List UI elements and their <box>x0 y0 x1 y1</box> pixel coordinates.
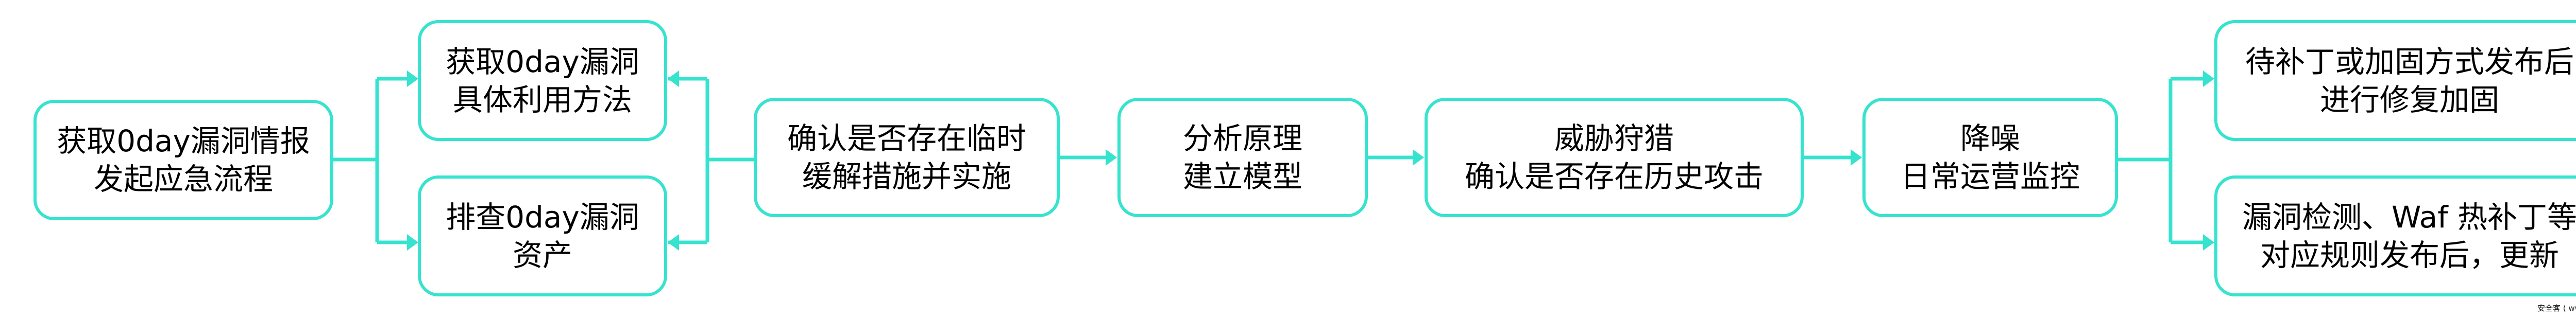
watermark: 安全客 ( www.anquanke.com ) <box>2537 304 2576 313</box>
node-analysis: 分析原理 建立模型 <box>1117 98 1368 217</box>
arrow-head-icon <box>2203 234 2214 251</box>
connector-final-split <box>2117 77 2204 244</box>
node-text: 对应规则发布后，更新 <box>2260 237 2559 273</box>
arrow-head-icon <box>1851 149 1862 166</box>
node-noise-reduction: 降噪 日常运营监控 <box>1862 98 2118 217</box>
connector-merge <box>668 77 754 244</box>
node-text: 具体利用方法 <box>452 82 632 117</box>
arrow-head-icon <box>2203 71 2214 87</box>
arrow-head-icon <box>1413 149 1424 166</box>
node-text: 获取0day漏洞情报 <box>57 124 310 158</box>
node-mitigation: 确认是否存在临时 缓解措施并实施 <box>754 98 1060 217</box>
node-text: 确认是否存在临时 <box>787 121 1026 156</box>
node-start: 获取0day漏洞情报 发起应急流程 <box>33 100 333 220</box>
node-text: 漏洞检测、Waf 热补丁等 <box>2242 199 2576 235</box>
node-text: 排查0day漏洞 <box>446 199 639 235</box>
node-text: 获取0day漏洞 <box>446 44 639 79</box>
arrow-head-icon <box>1106 149 1117 166</box>
node-text: 待补丁或加固方式发布后 <box>2245 44 2574 79</box>
node-rule-update: 漏洞检测、Waf 热补丁等 对应规则发布后，更新 <box>2214 175 2576 296</box>
node-text: 建立模型 <box>1182 159 1302 194</box>
node-text: 发起应急流程 <box>93 162 273 197</box>
arrow-head-icon <box>407 71 418 87</box>
node-text: 分析原理 <box>1182 121 1302 156</box>
node-text: 日常运营监控 <box>1900 159 2080 194</box>
node-text: 资产 <box>512 237 572 273</box>
node-text: 降噪 <box>1960 121 2020 156</box>
node-text: 进行修复加固 <box>2319 82 2499 117</box>
node-patch-fix: 待补丁或加固方式发布后 进行修复加固 <box>2214 20 2576 141</box>
node-exploit-method: 获取0day漏洞 具体利用方法 <box>418 20 667 141</box>
node-threat-hunting: 威胁狩猎 确认是否存在历史攻击 <box>1425 98 1804 217</box>
arrow-head-icon <box>668 234 679 251</box>
connector-start-split <box>333 77 407 244</box>
node-asset-check: 排查0day漏洞 资产 <box>418 175 667 296</box>
arrow-head-icon <box>407 234 418 251</box>
node-text: 缓解措施并实施 <box>802 159 1011 194</box>
arrow-head-icon <box>668 71 679 87</box>
node-text: 威胁狩猎 <box>1554 121 1674 156</box>
node-text: 确认是否存在历史攻击 <box>1464 159 1764 194</box>
